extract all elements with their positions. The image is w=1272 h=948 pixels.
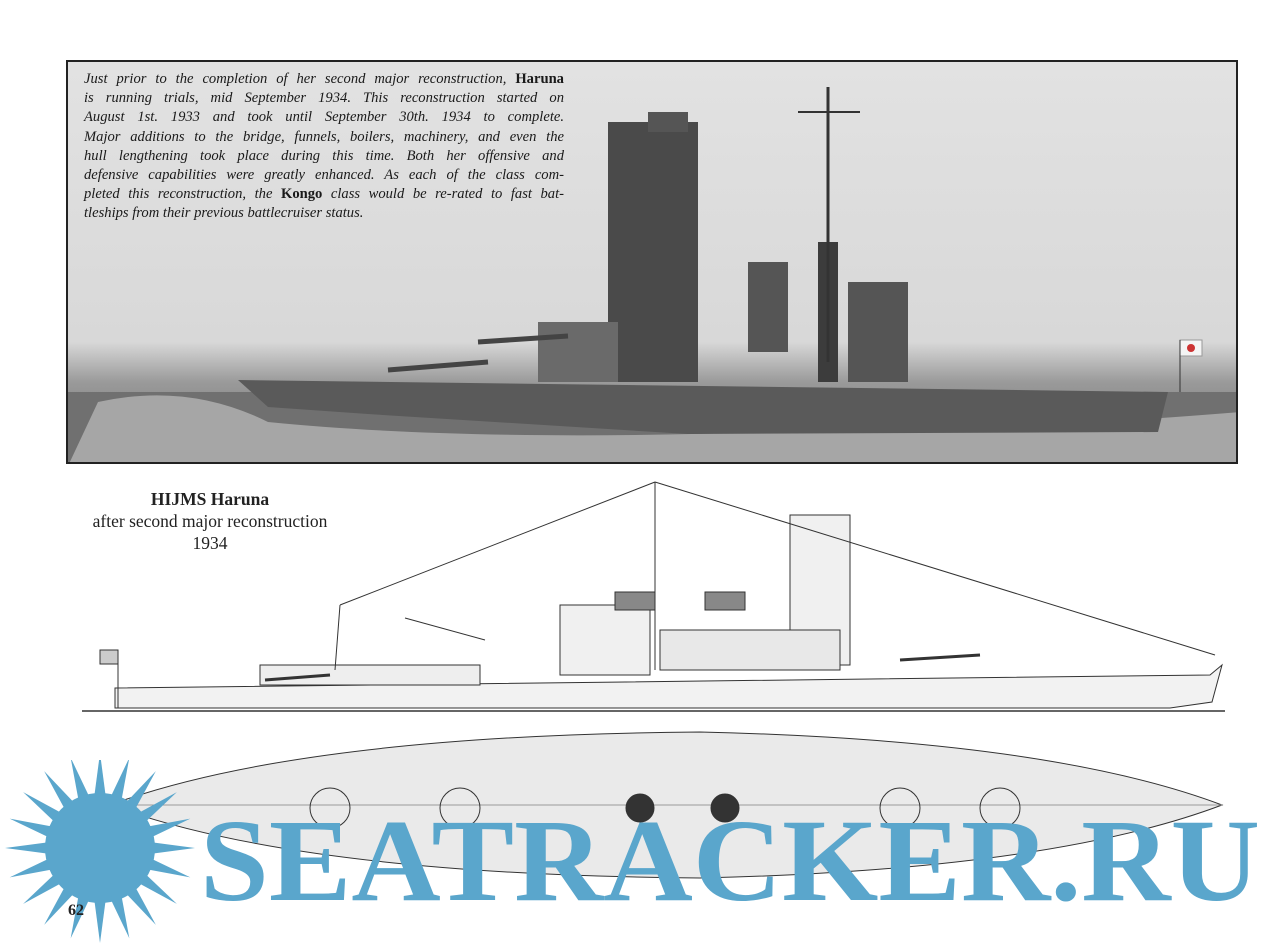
sun-ray — [44, 884, 76, 925]
sun-ray — [149, 842, 195, 854]
sun-ray — [109, 760, 129, 803]
sun-ray — [23, 792, 64, 824]
ship-name: HIJMS Haruna — [150, 489, 270, 509]
sun-ray — [145, 857, 191, 878]
sun-ray — [71, 760, 91, 803]
sun-logo-icon — [5, 760, 195, 943]
sun-ray — [9, 818, 55, 839]
watermark: SEATRACKER.RU — [5, 760, 1260, 943]
caption-ship-name: Haruna — [515, 71, 564, 87]
watermark-text: SEATRACKER.RU — [200, 795, 1260, 926]
sun-ray — [136, 792, 177, 824]
caption-class-name: Kongo — [280, 186, 323, 203]
ship-line-drawings — [82, 481, 1225, 879]
caption-text: Just prior to the completion of her seco… — [84, 71, 507, 87]
battleship-photo-illustration — [68, 87, 1236, 462]
sun-ray — [5, 842, 51, 854]
sun-ray — [9, 857, 55, 878]
caption-text: August 1st. 1933 and took until Septembe… — [84, 109, 564, 126]
page-number: 62 — [68, 902, 84, 919]
sun-ray — [124, 771, 156, 812]
photo-caption: Just prior to the completion of her seco… — [84, 70, 564, 224]
side-profile-drawing — [82, 481, 1225, 712]
sun-ray — [70, 893, 91, 939]
sun-ray — [136, 872, 177, 904]
drawing-year: 1934 — [192, 533, 228, 553]
sun-ray — [124, 884, 156, 925]
caption-text: tleships from their previous battlecruis… — [84, 205, 364, 222]
sun-ray — [145, 818, 191, 839]
drawing-title: HIJMS Haruna after second major reconstr… — [60, 488, 360, 554]
drawing-subtitle: after second major reconstruction — [92, 511, 328, 531]
sun-ray — [94, 760, 106, 799]
sun-ray — [109, 893, 130, 939]
caption-text: defensive capabilities were greatly enha… — [84, 167, 564, 184]
caption-text: class would be re-rated to fast bat- — [330, 186, 564, 203]
caption-text: is running trials, mid September 1934. T… — [84, 90, 564, 107]
caption-text: Major additions to the bridge, funnels, … — [84, 128, 564, 145]
plan-view-drawing — [108, 731, 1224, 879]
sun-ray — [94, 897, 106, 943]
sun-ray — [44, 771, 76, 812]
caption-text: pleted this reconstruction, the — [84, 186, 273, 203]
caption-text: hull lengthening took place during this … — [84, 147, 564, 164]
ship-photo: Just prior to the completion of her seco… — [66, 60, 1238, 464]
sun-ray — [23, 872, 64, 904]
